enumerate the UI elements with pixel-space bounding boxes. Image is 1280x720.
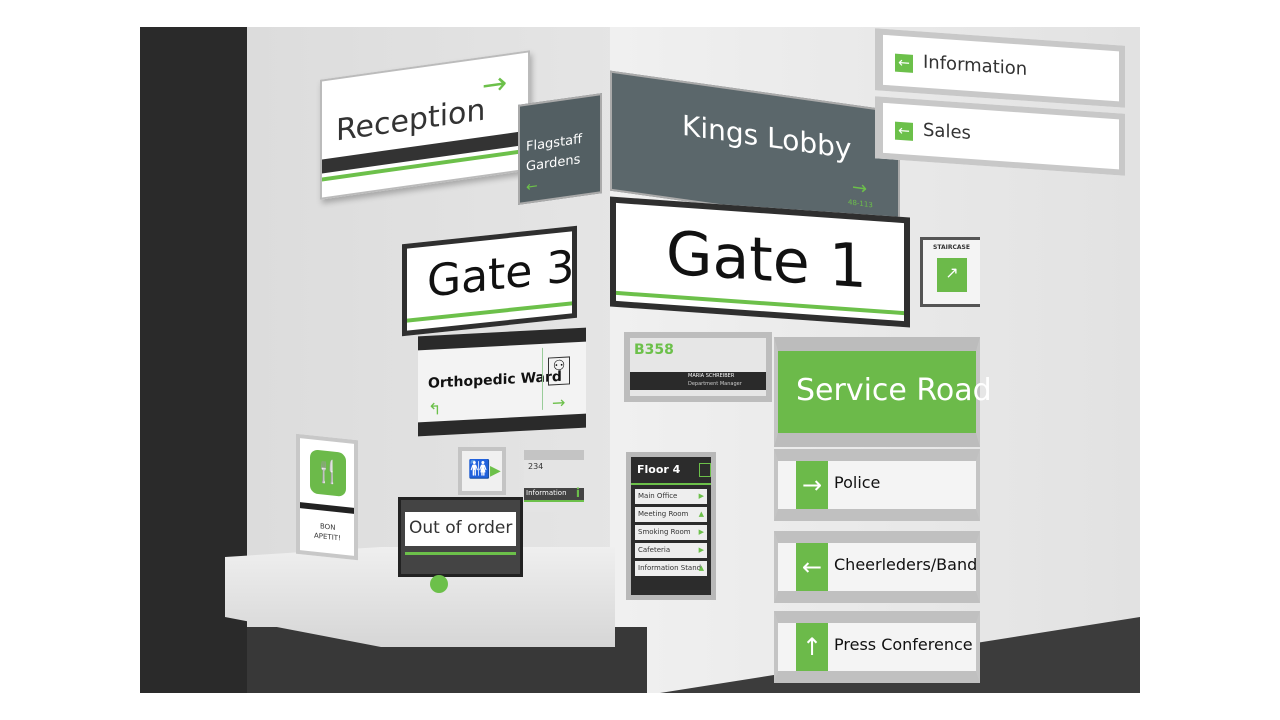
flagstaff-line2: Gardens: [526, 152, 581, 175]
orthopedic-ward-sign: Orthopedic Ward ↰ ⚇ →: [418, 327, 586, 437]
flagstaff-gardens-sign: Flagstaff Gardens ←: [518, 93, 602, 205]
arrow-up-icon: ↑: [796, 623, 828, 671]
floorplan-icon: [699, 463, 711, 477]
bon-appetit-sign: 🍴 BON APETIT!: [296, 433, 358, 561]
press-conference-label: Press Conference: [834, 635, 973, 654]
arrow-right-icon: →: [482, 65, 508, 104]
restroom-sign: 🚻 ▶: [458, 447, 506, 495]
police-sign: → Police: [774, 449, 980, 521]
police-label: Police: [834, 473, 881, 492]
cheerleaders-band-sign: ← Cheerleders/Band: [774, 531, 980, 603]
info-icon: i: [575, 486, 580, 500]
floor-title: Floor 4: [637, 463, 681, 476]
out-of-order-sign: Out of order: [398, 497, 523, 577]
green-stripe: [405, 552, 516, 555]
directory-row: Main Office▶: [635, 489, 707, 504]
press-conference-sign: ↑ Press Conference: [774, 611, 980, 683]
bon-label: BON: [320, 522, 336, 532]
kings-lobby-label: Kings Lobby: [682, 108, 852, 166]
out-of-order-label: Out of order: [409, 518, 513, 538]
person-title: Department Manager: [688, 381, 742, 387]
divider: [542, 347, 543, 410]
directory-row: Meeting Room▲: [635, 507, 707, 522]
directory-row: Information Stand▲: [635, 561, 707, 576]
flagstaff-line1: Flagstaff: [526, 131, 583, 155]
arrow-left-icon: ←: [895, 120, 913, 141]
arrow-right-icon: →: [796, 461, 828, 509]
directory-row: Cafeteria▶: [635, 543, 707, 558]
gate-1-sign: Gate 1: [610, 196, 910, 328]
staircase-sign: STAIRCASE ↗: [920, 237, 980, 307]
name-bar: MARIA SCHREIBER Department Manager: [630, 372, 766, 390]
green-stripe: [631, 483, 711, 485]
apetit-label: APETIT!: [314, 531, 341, 543]
info-label: Information: [526, 489, 567, 497]
stairs-icon: ↗: [937, 258, 967, 292]
arrow-right-icon: ▶: [490, 463, 501, 479]
signage-scene: Reception → Flagstaff Gardens ← Kings Lo…: [140, 27, 1140, 693]
staircase-label: STAIRCASE: [933, 244, 970, 251]
arrow-right-icon: →: [852, 176, 868, 200]
arrow-turn-left-icon: ↰: [428, 399, 442, 419]
service-road-label: Service Road: [796, 373, 992, 408]
dark-stripe: [300, 502, 354, 514]
info-234-sign: 234 Information i: [524, 450, 584, 512]
label-panel: Out of order: [405, 512, 516, 546]
arrow-left-icon: ←: [895, 52, 913, 73]
directory-row: Smoking Room▶: [635, 525, 707, 540]
sales-label: Sales: [923, 119, 971, 144]
arrow-left-icon: ←: [526, 178, 538, 196]
floor-4-directory: Floor 4 Main Office▶ Meeting Room▲ Smoki…: [626, 452, 716, 600]
cutlery-icon: 🍴: [310, 449, 346, 497]
gate-1-label: Gate 1: [666, 218, 867, 303]
service-road-sign: Service Road: [774, 337, 992, 447]
room-range: 48-113: [848, 198, 873, 210]
arrow-right-icon: →: [552, 392, 566, 413]
restroom-icon: 🚻: [468, 459, 491, 480]
person-name: MARIA SCHREIBER: [688, 373, 735, 379]
restroom-icon: ⚇: [548, 356, 570, 386]
room-number: B358: [634, 342, 674, 358]
gate-3-label: Gate 3: [427, 241, 575, 308]
room-number: 234: [528, 462, 544, 471]
apple-icon: [430, 575, 448, 593]
gate-3-sign: Gate 3: [402, 225, 577, 337]
cheerleaders-label: Cheerleders/Band: [834, 555, 978, 574]
information-label: Information: [923, 51, 1028, 80]
b358-door-sign: B358 MARIA SCHREIBER Department Manager: [624, 332, 772, 402]
arrow-left-icon: ←: [796, 543, 828, 591]
info-bar: Information i: [524, 486, 584, 502]
